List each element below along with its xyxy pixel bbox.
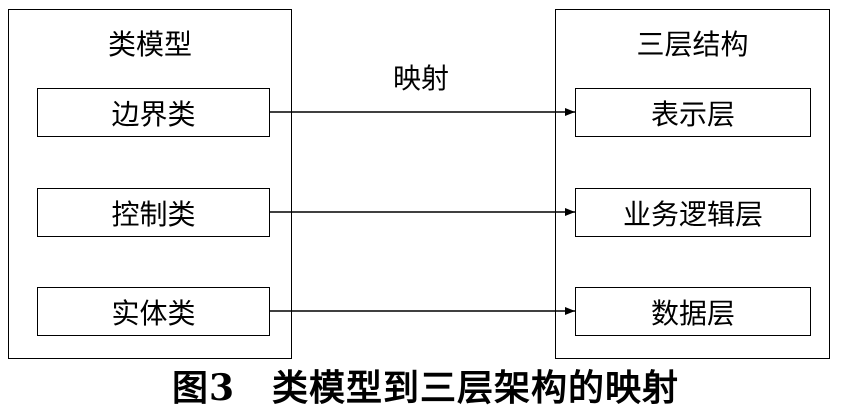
boundary-class-box: 边界类 [37, 88, 270, 137]
figure-caption: 图3 类模型到三层架构的映射 [171, 367, 680, 409]
mapping-label: 映射 [393, 62, 450, 95]
class-model-title: 类模型 [107, 28, 192, 61]
three-tier-title: 三层结构 [636, 28, 749, 61]
data-layer-box: 数据层 [575, 287, 811, 336]
business-logic-layer-box: 业务逻辑层 [575, 188, 811, 237]
entity-class-box: 实体类 [37, 287, 270, 336]
control-class-box: 控制类 [37, 188, 270, 237]
presentation-layer-box: 表示层 [575, 88, 811, 137]
